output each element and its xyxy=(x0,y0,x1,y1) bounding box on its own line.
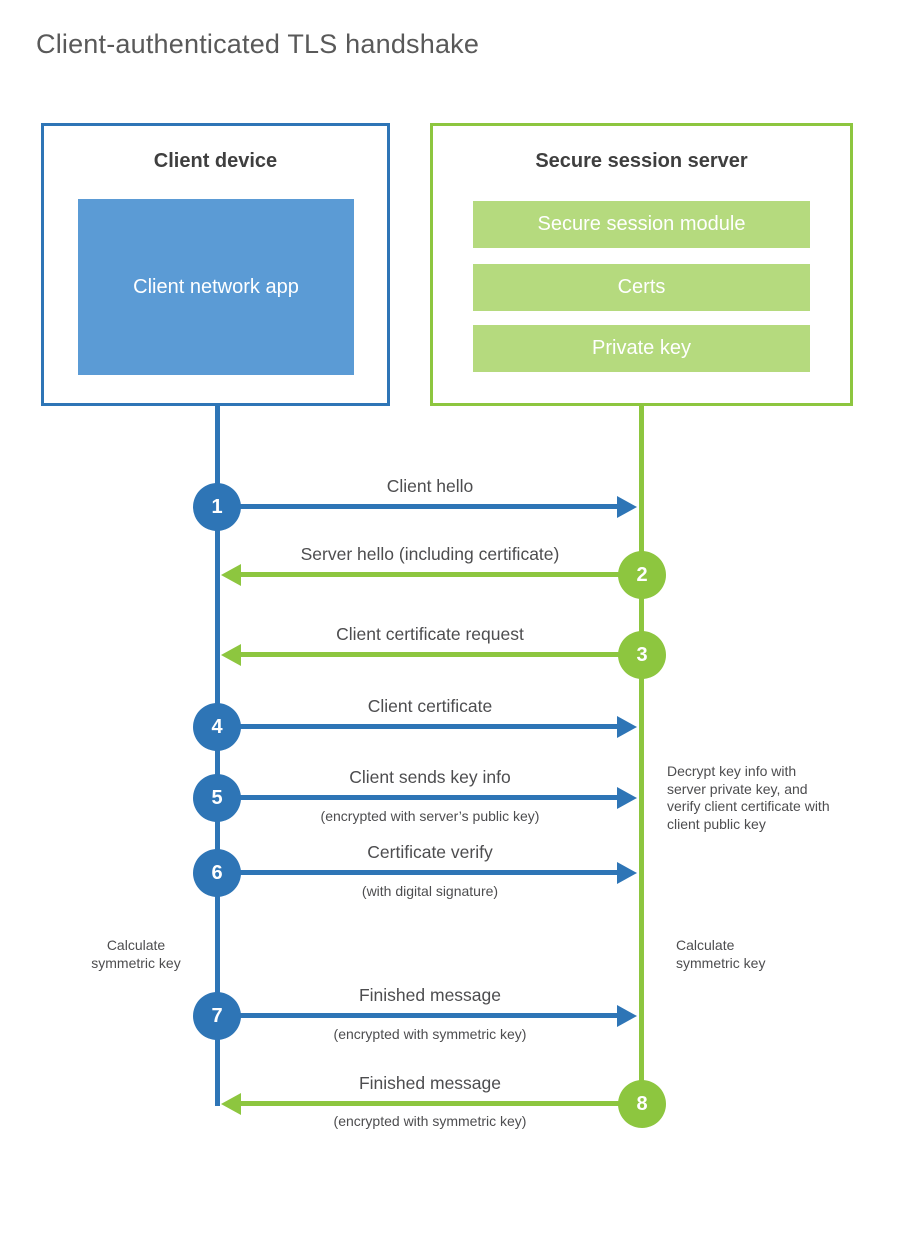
flow-sublabel: (encrypted with symmetric key) xyxy=(333,1113,527,1129)
step-circle-7: 7 xyxy=(193,992,241,1040)
flow-sublabel: (encrypted with symmetric key) xyxy=(333,1026,527,1042)
arrow-right-icon xyxy=(617,496,637,518)
step-circle-3: 3 xyxy=(618,631,666,679)
flow-label: Certificate verify xyxy=(367,842,493,862)
step-circle-1: 1 xyxy=(193,483,241,531)
client-network-app-label: Client network app xyxy=(133,275,299,298)
arrow-right-icon xyxy=(617,716,637,738)
arrow-shaft xyxy=(220,870,617,875)
flow-label: Client certificate request xyxy=(336,624,524,644)
client-device-title: Client device xyxy=(153,150,278,172)
flow-label: Client sends key info xyxy=(349,767,511,787)
arrow-left-icon xyxy=(221,1093,241,1115)
calculate-symmetric-key-server-note: Calculate symmetric key xyxy=(676,937,766,971)
step-circle-4: 4 xyxy=(193,703,241,751)
server-module-secure-session: Secure session module xyxy=(473,201,810,248)
flow-label: Finished message xyxy=(358,985,502,1005)
arrow-shaft xyxy=(241,652,641,657)
step-circle-5: 5 xyxy=(193,774,241,822)
server-lifeline xyxy=(639,406,644,1104)
secure-session-server-title: Secure session server xyxy=(535,150,748,172)
arrow-shaft xyxy=(220,795,617,800)
arrow-right-icon xyxy=(617,862,637,884)
flow-label: Server hello (including certificate) xyxy=(300,544,560,564)
server-module-private-key: Private key xyxy=(473,325,810,372)
arrow-shaft xyxy=(220,504,617,509)
decrypt-note: Decrypt key info with server private key… xyxy=(667,763,830,832)
step-circle-2: 2 xyxy=(618,551,666,599)
arrow-left-icon xyxy=(221,644,241,666)
flow-label: Finished message xyxy=(358,1073,502,1093)
calculate-symmetric-key-client-note: Calculate symmetric key xyxy=(91,937,181,971)
client-lifeline xyxy=(215,406,220,1106)
step-circle-8: 8 xyxy=(618,1080,666,1128)
step-circle-6: 6 xyxy=(193,849,241,897)
arrow-shaft xyxy=(220,724,617,729)
arrow-shaft xyxy=(220,1013,617,1018)
arrow-shaft xyxy=(241,1101,641,1106)
flow-sublabel: (encrypted with server’s public key) xyxy=(320,808,540,824)
client-network-app-box: Client network app xyxy=(78,199,354,375)
flow-sublabel: (with digital signature) xyxy=(361,883,499,899)
server-module-certs: Certs xyxy=(473,264,810,311)
page-title: Client-authenticated TLS handshake xyxy=(36,29,480,59)
flow-label: Client hello xyxy=(386,476,474,496)
arrow-left-icon xyxy=(221,564,241,586)
arrow-right-icon xyxy=(617,787,637,809)
arrow-right-icon xyxy=(617,1005,637,1027)
flow-label: Client certificate xyxy=(367,696,493,716)
arrow-shaft xyxy=(241,572,641,577)
